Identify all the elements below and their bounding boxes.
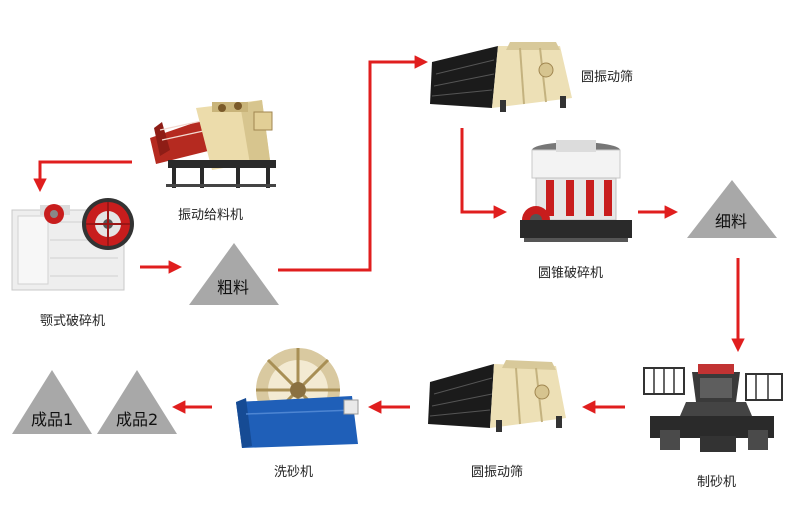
circular-vibrating-screen-bottom-image xyxy=(428,360,566,432)
sand-maker-label: 制砂机 xyxy=(697,475,737,490)
flow-arrows xyxy=(33,55,745,414)
product-1-pile xyxy=(12,370,92,434)
coarse-pile-label: 粗料 xyxy=(217,278,250,297)
sand-making-machine-image xyxy=(643,364,783,452)
product-1-label: 成品1 xyxy=(31,410,74,429)
screen-top-label: 圆振动筛 xyxy=(581,70,634,85)
sand-washer-label: 洗砂机 xyxy=(274,465,314,480)
jaw-crusher-label: 颚式破碎机 xyxy=(40,314,106,329)
vibrating-feeder-image xyxy=(150,100,276,188)
sand-washer-image xyxy=(236,348,359,448)
circular-vibrating-screen-top-image xyxy=(430,42,572,112)
coarse-pile xyxy=(189,243,279,305)
product-2-label: 成品2 xyxy=(116,410,159,429)
cone-crusher-label: 圆锥破碎机 xyxy=(538,266,604,281)
product-2-pile xyxy=(97,370,177,434)
screen-bottom-label: 圆振动筛 xyxy=(471,465,524,480)
arrow-screen-to-cone xyxy=(460,128,508,219)
fine-pile xyxy=(687,180,777,238)
jaw-crusher-image xyxy=(11,198,134,291)
feeder-label: 振动给料机 xyxy=(178,208,244,223)
arrow-coarse-to-screen xyxy=(278,55,429,272)
cone-crusher-image xyxy=(520,140,632,242)
fine-pile-label: 细料 xyxy=(715,212,748,231)
arrow-feeder-to-jaw xyxy=(33,160,132,193)
